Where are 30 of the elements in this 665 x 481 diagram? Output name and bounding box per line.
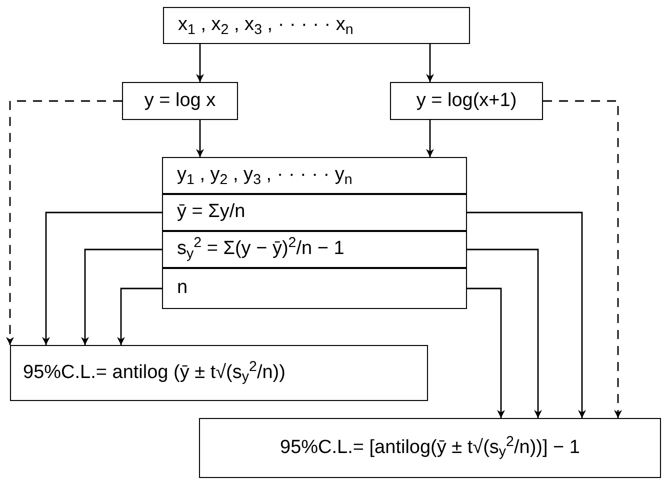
arrow — [467, 212, 586, 418]
formula-text: y = log(x+1) — [416, 88, 517, 113]
arrow — [426, 120, 434, 157]
formula-box — [162, 268, 467, 309]
arrow — [117, 288, 162, 345]
formula-text: n — [177, 276, 188, 300]
formula-box — [122, 82, 238, 120]
formula-box — [162, 231, 467, 268]
arrow — [81, 248, 162, 345]
arrow — [196, 44, 204, 82]
dashed-arrow — [543, 100, 622, 418]
arrow — [426, 44, 434, 82]
arrow — [196, 120, 204, 157]
formula-box — [163, 7, 470, 44]
formula-text: y = log x — [144, 88, 216, 113]
formula-box — [390, 82, 543, 120]
formula-text: 95%C.L.= antilog (ȳ ± t√(s$_{y}$$^{2}$/n)) — [23, 358, 286, 388]
formula-box — [162, 194, 467, 231]
formula-text: ȳ = Σy/n — [177, 200, 246, 224]
dashed-arrow — [6, 100, 122, 345]
formula-text: y$_{1}$ , y$_{2}$ , y$_{3}$ , · · · · · y$_{n}$ — [177, 163, 352, 190]
formula-text: x$_{1}$ , x$_{2}$ , x$_{3}$ , · · · · · x$_{n}$ — [178, 13, 354, 40]
arrow — [467, 288, 505, 418]
formula-text: s$_{y}$$^{2}$ = Σ(y − ȳ)$^{2}$/n − 1 — [177, 235, 344, 264]
formula-text: 95%C.L.= [antilog(ȳ ± t√(s$_{y}$$^{2}$/n))] − 1 — [280, 434, 580, 462]
arrow — [467, 248, 542, 418]
formula-box — [10, 345, 428, 401]
formula-box — [199, 418, 661, 478]
formula-box — [162, 157, 467, 194]
arrow — [42, 212, 162, 345]
